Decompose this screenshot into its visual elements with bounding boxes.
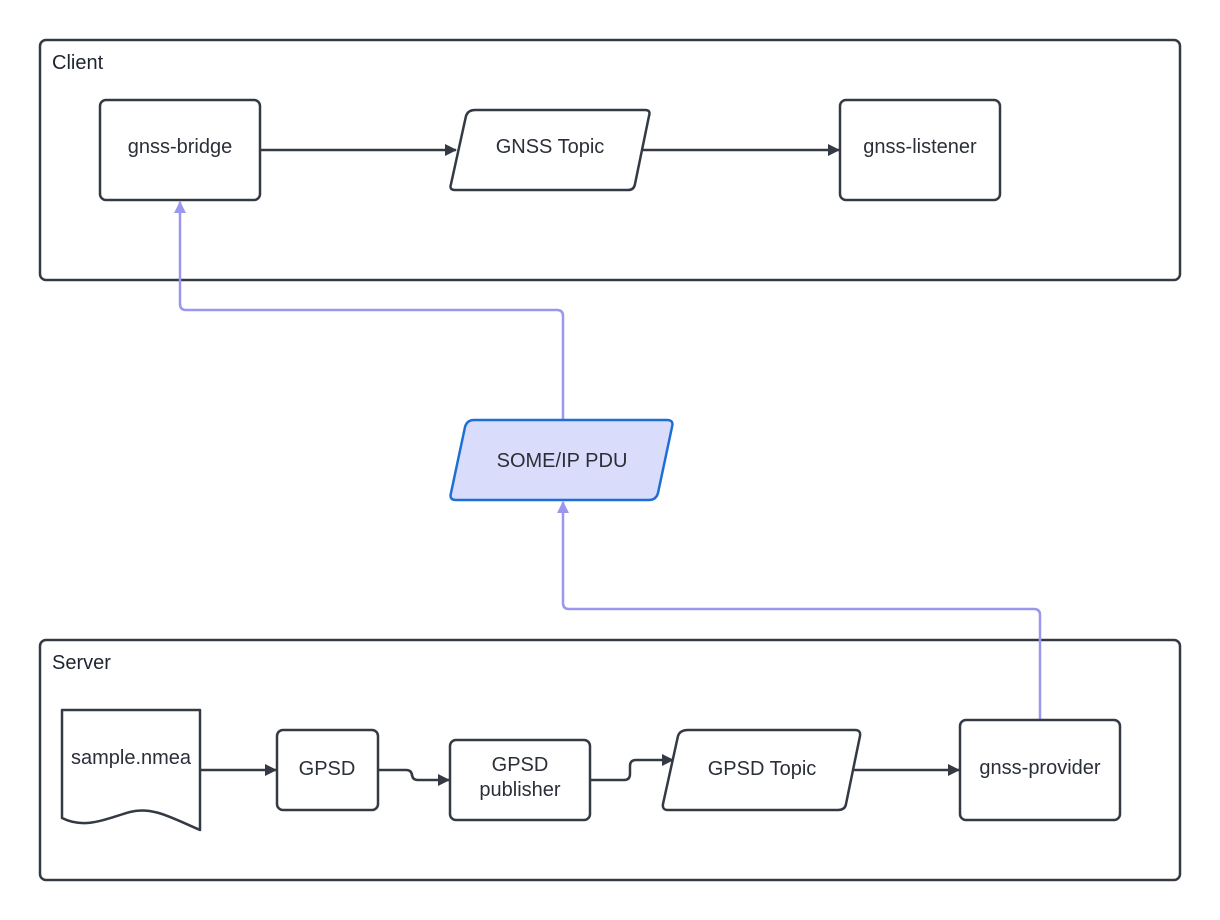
gnss-listener-label: gnss-listener — [863, 136, 977, 158]
gpsd-topic-node: GPSD Topic — [661, 728, 862, 812]
gnss-bridge-node: gnss-bridge — [98, 98, 262, 202]
provider-to-pdu-connector — [557, 501, 1042, 720]
gpsd-to-publisher-connector — [378, 768, 450, 786]
sample-nmea-node: sample.nmea — [60, 708, 202, 832]
someip-pdu-node: SOME/IP PDU — [449, 418, 674, 502]
server-label: Server — [52, 652, 111, 674]
gpsd-publisher-label-line1: GPSD — [492, 754, 549, 776]
server-container: Server — [38, 638, 1182, 882]
gpsd-node: GPSD — [275, 728, 380, 812]
gpsd-topic-label: GPSD Topic — [708, 758, 817, 780]
someip-pdu-label: SOME/IP PDU — [497, 450, 628, 472]
gnss-provider-node: gnss-provider — [958, 718, 1122, 822]
gnss-bridge-label: gnss-bridge — [128, 136, 233, 158]
gpsd-publisher-node: GPSD publisher — [448, 738, 592, 822]
pdu-to-bridge-connector — [174, 201, 565, 420]
publisher-to-gpsd-topic-connector — [590, 754, 674, 782]
gpsd-publisher-label-line2: publisher — [479, 779, 561, 801]
gpsd-label: GPSD — [299, 758, 356, 780]
gnss-provider-label: gnss-provider — [979, 757, 1101, 779]
sample-nmea-label: sample.nmea — [71, 747, 192, 769]
gnss-listener-node: gnss-listener — [838, 98, 1002, 202]
gnss-topic-label: GNSS Topic — [496, 136, 605, 158]
gnss-topic-node: GNSS Topic — [449, 108, 651, 192]
client-label: Client — [52, 52, 104, 74]
